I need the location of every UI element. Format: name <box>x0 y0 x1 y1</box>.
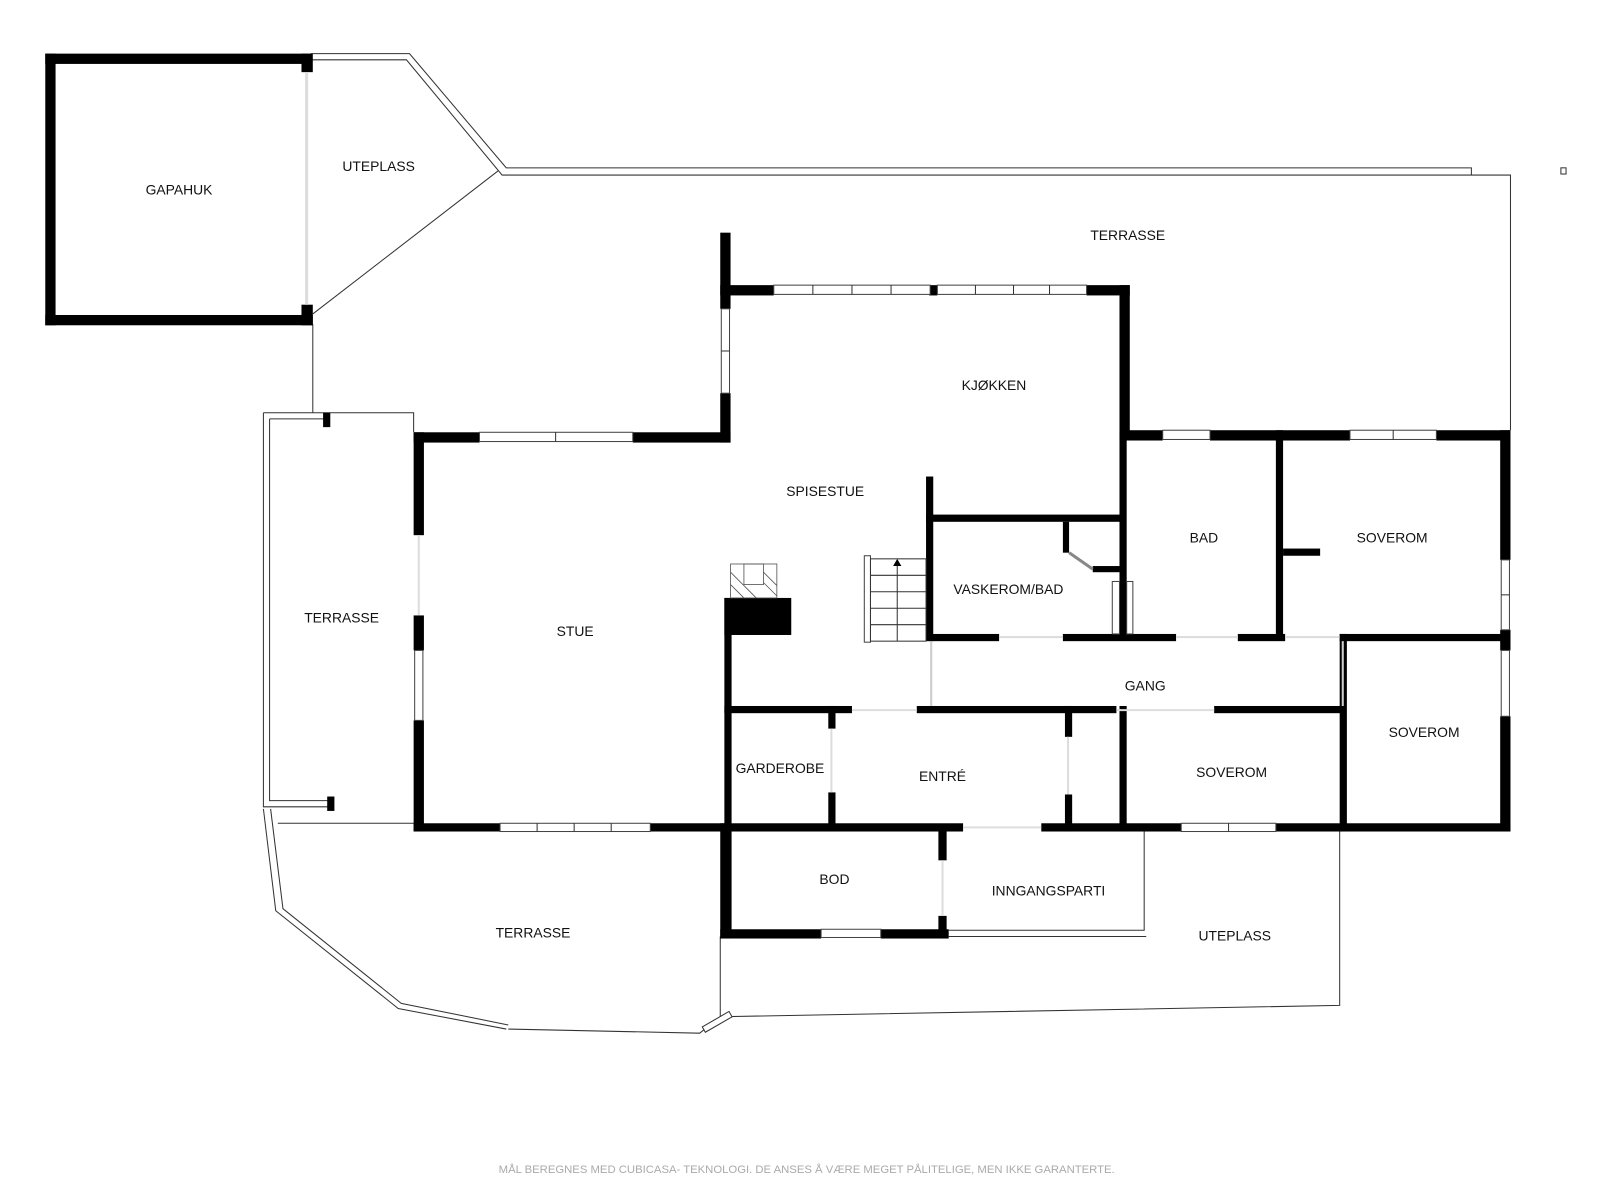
room-label-soverom-2: SOVEROM <box>1196 764 1267 780</box>
bottom-terrace-railing-inner <box>270 808 509 1026</box>
disclaimer-footer: MÅL BEREGNES MED CUBICASA- TEKNOLOGI. DE… <box>499 1163 1115 1176</box>
outdoor-outlines <box>262 53 1567 1034</box>
room-label-kjokken: KJØKKEN <box>962 377 1027 393</box>
top-railing-inner <box>310 59 1511 431</box>
top-railing-outer <box>310 53 1472 176</box>
room-label-gang: GANG <box>1125 678 1166 694</box>
walls <box>45 53 1511 939</box>
room-label-bad: BAD <box>1190 529 1219 545</box>
room-label-terrasse-bottom: TERRASSE <box>496 924 571 940</box>
chimney <box>730 563 778 599</box>
uteplass-divider <box>312 170 499 315</box>
room-label-garderobe: GARDEROBE <box>736 760 825 776</box>
room-label-vaskerom-bad: VASKEROM/BAD <box>953 581 1063 597</box>
room-label-entre: ENTRÉ <box>919 768 966 784</box>
door-openings <box>305 72 1344 916</box>
bottom-terrace-railing-outer <box>262 808 507 1030</box>
staircase <box>863 555 927 643</box>
stair-up-arrow-icon <box>893 558 902 567</box>
room-label-gapahuk: GAPAHUK <box>146 182 214 198</box>
step-block <box>701 1010 733 1033</box>
room-label-bod: BOD <box>819 871 849 887</box>
marker-square <box>1560 167 1567 175</box>
left-terrace-top <box>263 412 415 433</box>
room-labels: GAPAHUK UTEPLASS TERRASSE KJØKKEN SPISES… <box>146 158 1460 944</box>
room-label-stue: STUE <box>557 623 594 639</box>
windows <box>414 284 1510 939</box>
left-terrace-inner <box>269 418 331 802</box>
room-label-spisestue: SPISESTUE <box>786 483 864 499</box>
room-label-terrasse-left: TERRASSE <box>304 610 379 626</box>
room-label-soverom-1: SOVEROM <box>1357 529 1428 545</box>
entry-railing-outer <box>948 831 1145 931</box>
room-label-uteplass-bottom: UTEPLASS <box>1198 928 1271 944</box>
room-label-soverom-3: SOVEROM <box>1389 724 1460 740</box>
left-terrace-outer <box>262 412 331 808</box>
room-label-inngangsparti: INNGANGSPARTI <box>992 882 1106 898</box>
room-label-terrasse-top: TERRASSE <box>1090 227 1165 243</box>
room-label-uteplass-top: UTEPLASS <box>342 158 415 174</box>
